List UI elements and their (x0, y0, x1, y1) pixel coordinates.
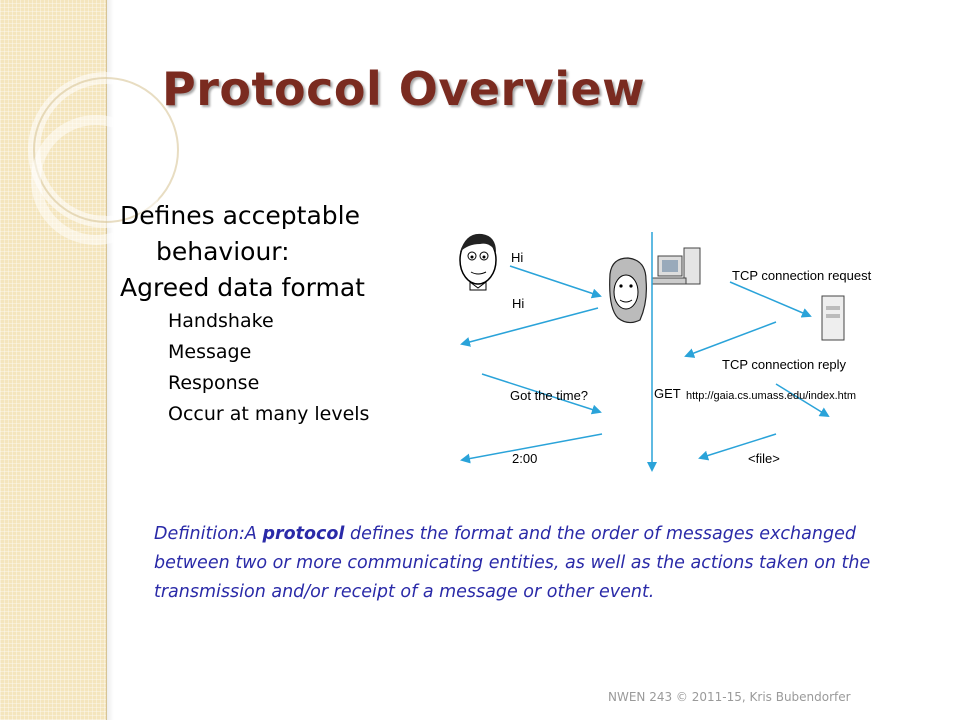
label-file: <file> (748, 451, 780, 466)
arrow-2-00 (460, 433, 603, 464)
sub-bullet-levels: Occur at many levels (168, 403, 370, 425)
bullet-behaviour: behaviour: (156, 237, 290, 266)
woman-face-icon (609, 257, 647, 324)
arrow-hi-2 (460, 307, 599, 347)
definition-body: defines the format and the order of mess… (154, 524, 871, 602)
slide-footer: NWEN 243 © 2011-15, Kris Bubendorfer (608, 690, 851, 704)
label-2-00: 2:00 (512, 451, 537, 466)
label-hi-2: Hi (512, 296, 524, 311)
protocol-diagram: Hi Hi Got the time? 2:00 TCP connection … (459, 232, 872, 472)
server-icon (821, 295, 845, 341)
definition-term: protocol (262, 524, 345, 544)
label-url: http://gaia.cs.umass.edu/index.htm (686, 390, 856, 402)
band-shadow (106, 0, 114, 720)
definition-prefix: Definition:A (154, 524, 263, 544)
arrow-hi-1 (509, 265, 602, 299)
bullet-defines: Defines acceptable (120, 201, 360, 230)
sub-bullet-message: Message (168, 341, 252, 363)
label-tcp-reply: TCP connection reply (722, 357, 847, 372)
computer-icon (651, 247, 701, 285)
label-tcp-request: TCP connection request (732, 268, 872, 283)
definition-text: Definition:A protocol defines the format… (154, 520, 894, 607)
arrow-got-time (481, 373, 602, 415)
man-face-icon (459, 233, 497, 291)
bullet-list: Defines acceptable behaviour: Agreed dat… (120, 198, 420, 430)
label-get: GET (654, 386, 681, 401)
sub-bullet-response: Response (168, 372, 260, 394)
sub-bullet-handshake: Handshake (168, 310, 274, 332)
arrow-tcp-reply (684, 321, 777, 358)
label-hi-1: Hi (511, 250, 523, 265)
arrow-get (775, 383, 830, 418)
decorative-rings (28, 72, 184, 245)
arrow-file (698, 433, 777, 461)
arrow-tcp-request (729, 281, 812, 318)
label-got-time: Got the time? (510, 388, 588, 403)
bullet-agreed-format: Agreed data format (120, 273, 365, 302)
slide-title: Protocol Overview (162, 62, 646, 116)
